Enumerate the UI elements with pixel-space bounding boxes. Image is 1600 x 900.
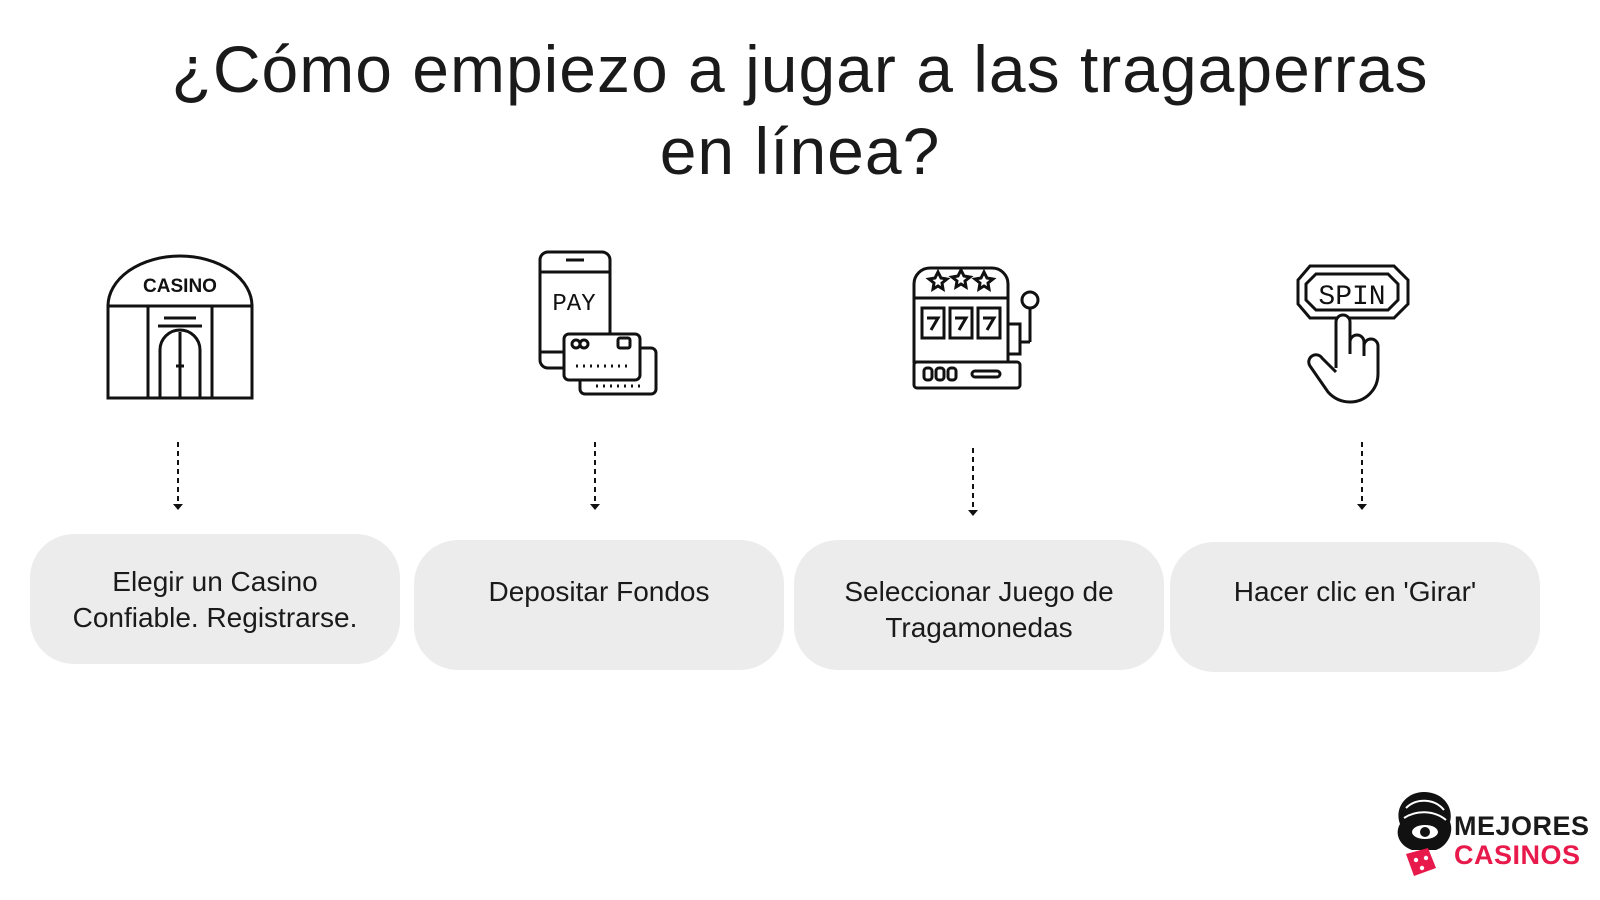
step-box-spin: Hacer clic en 'Girar' bbox=[1170, 542, 1540, 672]
logo-wordmark: MEJORES CASINOS bbox=[1454, 812, 1590, 870]
casino-sign-text: CASINO bbox=[143, 276, 217, 297]
logo-text-line-1: MEJORES bbox=[1454, 811, 1590, 841]
step-4-label-line-1: Hacer clic en 'Girar' bbox=[1233, 576, 1477, 607]
step-3-label-line-1: Seleccionar Juego de bbox=[844, 576, 1114, 607]
logo-mascot-icon bbox=[1392, 788, 1456, 883]
spin-button-hand-icon: SPIN bbox=[1296, 262, 1416, 406]
step-2-label-line-1: Depositar Fondos bbox=[488, 576, 710, 607]
step-box-register: Elegir un Casino Confiable. Registrarse. bbox=[30, 534, 400, 664]
step-arrow-3 bbox=[963, 446, 983, 520]
casino-building-icon: CASINO bbox=[104, 254, 256, 402]
page-title: ¿Cómo empiezo a jugar a las tragaperras … bbox=[0, 28, 1600, 192]
pay-screen-text: PAY bbox=[552, 291, 595, 318]
logo-text-line-2: CASINOS bbox=[1454, 840, 1581, 870]
title-line-1: ¿Cómo empiezo a jugar a las tragaperras bbox=[171, 32, 1429, 106]
step-box-deposit: Depositar Fondos bbox=[414, 540, 784, 670]
step-3-label-line-2: Tragamonedas bbox=[885, 612, 1073, 643]
step-1-label-line-2: Confiable. Registrarse. bbox=[72, 602, 358, 633]
slot-machine-icon bbox=[910, 258, 1046, 392]
spin-button-text: SPIN bbox=[1318, 282, 1385, 313]
title-line-2: en línea? bbox=[659, 114, 941, 188]
phone-pay-icon: PAY bbox=[536, 248, 660, 400]
step-1-label-line-1: Elegir un Casino bbox=[112, 566, 318, 597]
step-arrow-4 bbox=[1352, 440, 1372, 514]
mejores-casinos-logo: MEJORES CASINOS bbox=[1392, 788, 1592, 888]
step-arrow-2 bbox=[585, 440, 605, 514]
step-box-select-game: Seleccionar Juego de Tragamonedas bbox=[794, 540, 1164, 670]
step-arrow-1 bbox=[168, 440, 188, 514]
